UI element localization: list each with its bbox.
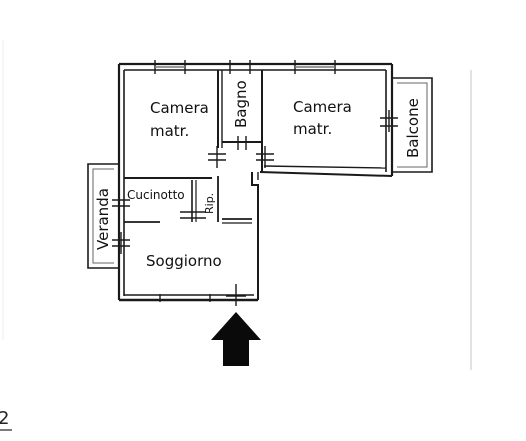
camera2-label-line2: matr. <box>293 120 332 138</box>
corner-number: 2 <box>0 408 9 429</box>
rip-label: Rip. <box>203 193 216 214</box>
camera2-label-line1: Camera <box>293 98 352 116</box>
camera1-label-line2: matr. <box>150 122 189 140</box>
openings <box>112 60 398 306</box>
veranda-outline <box>87 163 119 269</box>
bagno-label: Bagno <box>232 80 250 128</box>
balcone-label: Balcone <box>404 98 422 158</box>
balcone-outline <box>392 77 433 173</box>
cucinotto-label: Cucinotto <box>127 188 185 202</box>
camera1-label-line1: Camera <box>150 99 209 117</box>
interior-walls <box>124 70 263 224</box>
entrance-arrow-icon <box>211 312 261 366</box>
soggiorno-label: Soggiorno <box>146 252 222 270</box>
veranda-label: Veranda <box>94 188 112 250</box>
